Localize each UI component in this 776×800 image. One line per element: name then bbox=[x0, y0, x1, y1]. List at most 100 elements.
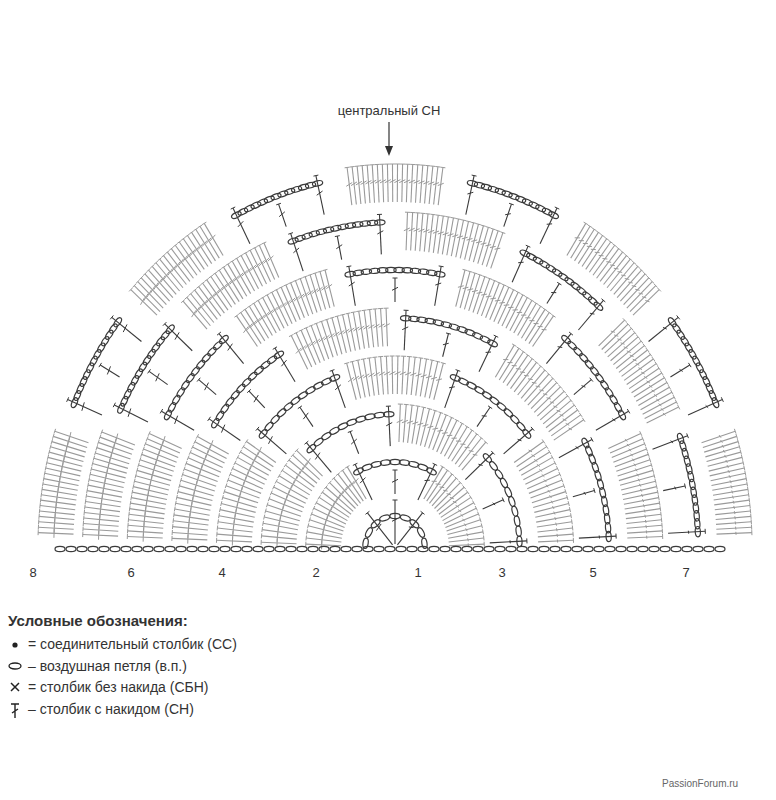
base-chain bbox=[693, 546, 703, 551]
dc-stroke bbox=[548, 490, 550, 493]
dc-top bbox=[658, 366, 661, 370]
base-chain bbox=[242, 546, 252, 551]
dc-stroke bbox=[725, 455, 727, 458]
dc-top bbox=[566, 394, 569, 398]
chain-stitch bbox=[379, 514, 391, 522]
dc-top bbox=[348, 431, 353, 433]
dc-top bbox=[185, 234, 189, 237]
dc-stitch bbox=[716, 522, 751, 525]
dc-top bbox=[605, 237, 609, 240]
dc-stroke bbox=[642, 499, 643, 502]
dc-top bbox=[531, 427, 534, 431]
dc-stroke bbox=[53, 529, 54, 538]
dc-stitch bbox=[347, 167, 352, 205]
dc-stitch bbox=[705, 447, 739, 457]
dc-top bbox=[273, 347, 277, 350]
dc-stitch bbox=[315, 273, 326, 309]
dc-top bbox=[491, 451, 494, 455]
dc-stroke bbox=[243, 326, 248, 332]
dc-top bbox=[270, 291, 275, 293]
chain-stitch bbox=[201, 352, 212, 363]
dc-stitch bbox=[573, 491, 595, 497]
dc-stitch bbox=[425, 411, 436, 447]
dc-stitch bbox=[394, 500, 395, 544]
dc-stroke bbox=[303, 462, 307, 469]
dc-stroke bbox=[654, 394, 657, 396]
dc-top bbox=[736, 434, 738, 439]
dc-stroke bbox=[566, 423, 569, 425]
dc-stroke bbox=[556, 534, 557, 537]
dc-stitch bbox=[223, 498, 257, 508]
dc-stroke bbox=[553, 406, 557, 408]
dc-stitch bbox=[156, 263, 180, 291]
dc-top bbox=[647, 276, 651, 279]
dc-top bbox=[655, 362, 658, 366]
dc-stroke bbox=[584, 492, 586, 495]
dc-stitch bbox=[187, 297, 211, 325]
dc-top bbox=[430, 359, 435, 361]
dc-stroke bbox=[534, 459, 537, 461]
dc-top bbox=[439, 265, 444, 267]
dc-top bbox=[38, 525, 39, 530]
dc-stroke bbox=[639, 293, 643, 294]
dc-top bbox=[293, 280, 298, 282]
base-chain bbox=[451, 546, 461, 551]
dc-stitch bbox=[536, 516, 571, 522]
dc-top bbox=[314, 323, 319, 325]
dc-stitch bbox=[596, 411, 629, 430]
chain-stitch bbox=[458, 377, 470, 386]
row-number: 8 bbox=[29, 566, 36, 581]
row-number: 6 bbox=[127, 566, 134, 581]
dc-stitch bbox=[321, 321, 333, 357]
dc-top bbox=[459, 481, 463, 485]
dc-stroke bbox=[358, 375, 364, 379]
dc-stitch bbox=[442, 217, 448, 254]
dc-stroke bbox=[590, 313, 595, 315]
dc-top bbox=[440, 167, 445, 169]
dc-top bbox=[630, 327, 633, 331]
dc-stroke bbox=[503, 359, 508, 360]
base-chain bbox=[396, 546, 406, 551]
dc-top bbox=[181, 299, 185, 302]
dc-stitch bbox=[52, 442, 86, 453]
dc-top bbox=[445, 469, 449, 472]
dc-stroke bbox=[453, 501, 457, 503]
dc-stitch bbox=[94, 458, 128, 468]
base-chain bbox=[385, 546, 395, 551]
dc-stroke bbox=[531, 455, 534, 457]
base-chain bbox=[154, 546, 164, 551]
dc-stitch bbox=[211, 277, 232, 308]
dc-top bbox=[165, 251, 169, 254]
chain-stitch bbox=[474, 181, 485, 189]
dc-top bbox=[451, 217, 456, 219]
dc-stitch bbox=[257, 429, 286, 454]
chain-stitch bbox=[589, 366, 600, 377]
dc-stitch bbox=[379, 214, 381, 254]
chain-stitch bbox=[298, 183, 309, 191]
dc-stroke bbox=[642, 494, 643, 497]
dc-stitch bbox=[704, 442, 738, 453]
dc-stitch bbox=[567, 223, 586, 255]
dc-stitch bbox=[38, 527, 73, 529]
dc-top bbox=[130, 495, 132, 500]
dc-top bbox=[559, 385, 562, 389]
dc-stroke bbox=[409, 228, 415, 231]
dc-stroke bbox=[376, 524, 381, 531]
dc-stroke bbox=[631, 454, 633, 457]
dc-top bbox=[441, 363, 446, 364]
dc-stitch bbox=[559, 439, 592, 457]
dc-stitch bbox=[511, 359, 533, 389]
dc-stroke bbox=[450, 497, 454, 499]
dc-top bbox=[239, 450, 242, 454]
chain-stitch bbox=[180, 379, 190, 390]
dc-stitch bbox=[602, 324, 628, 349]
dc-stroke bbox=[333, 498, 337, 506]
dc-top bbox=[291, 453, 294, 457]
dc-stitch bbox=[621, 481, 655, 490]
dc-stroke bbox=[428, 426, 434, 427]
chain-stitch bbox=[481, 183, 492, 191]
dc-stitch bbox=[433, 415, 447, 450]
dc-stroke bbox=[481, 243, 487, 244]
dc-stitch bbox=[167, 252, 190, 281]
dc-stitch bbox=[702, 431, 736, 443]
